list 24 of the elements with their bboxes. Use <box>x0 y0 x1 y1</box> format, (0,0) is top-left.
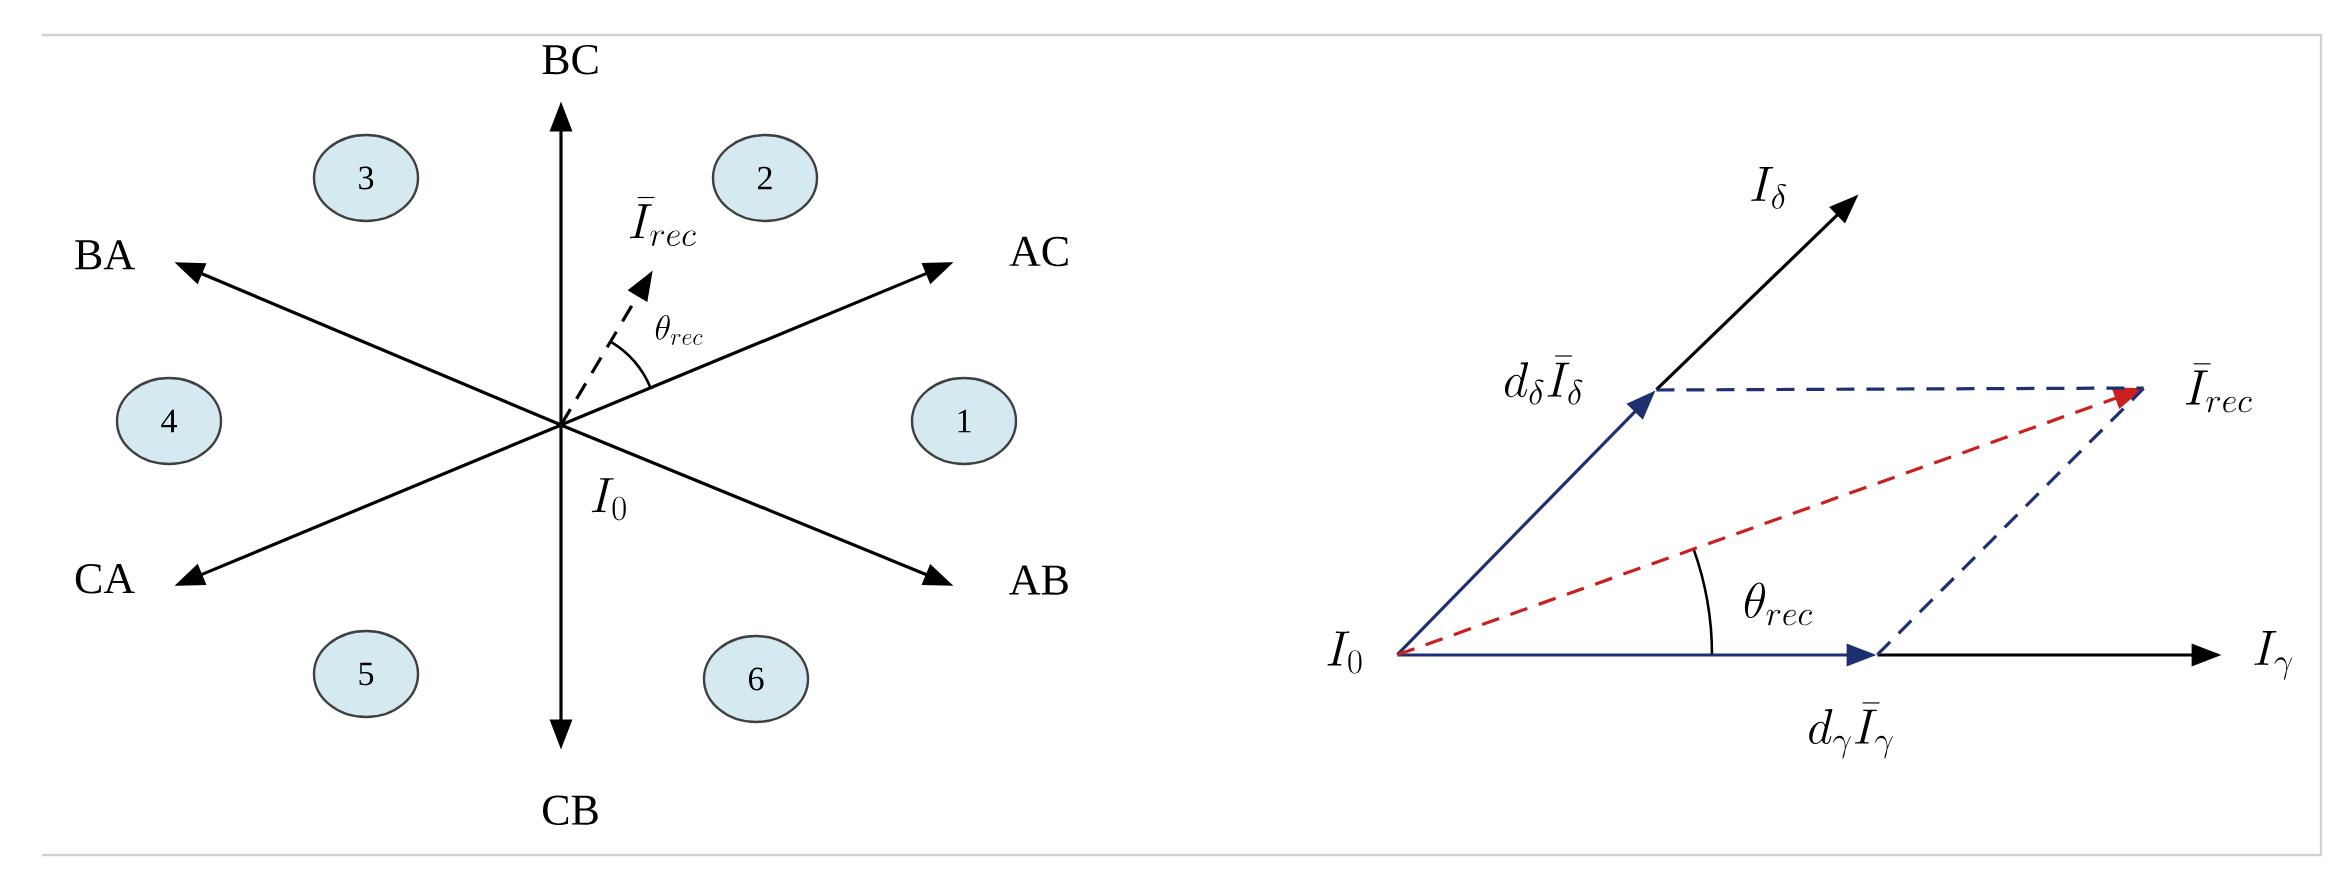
sector-number: 2 <box>711 133 819 223</box>
vector-label: $I_0$ <box>1327 631 1362 674</box>
vector-label: CA <box>75 563 135 594</box>
sector-number: 1 <box>910 376 1018 466</box>
vector-label: CB <box>543 795 598 826</box>
angle-label: $\theta_{rec}$ <box>1744 582 1812 626</box>
angle-label: $\theta_{rec}$ <box>655 315 703 345</box>
sector-number: 6 <box>702 634 810 724</box>
sector-number: 5 <box>312 629 420 719</box>
vector-label: BA <box>75 240 135 270</box>
vector-label: $I_{\delta}$ <box>1751 167 1787 209</box>
dashed-line <box>1876 387 2145 656</box>
vector-label: $d_{\delta}\bar{I}_{\delta}$ <box>1504 355 1583 405</box>
vector-label: AC <box>1009 236 1068 267</box>
sector-number: 3 <box>312 133 420 223</box>
vector-label: $\bar{I}_{rec}$ <box>2186 363 2252 413</box>
vector-label: $d_{\gamma}\bar{I}_{\gamma}$ <box>1809 702 1893 759</box>
vector-label: AB <box>1009 565 1068 595</box>
vector-label: $\bar{I}_{rec}$ <box>629 196 696 246</box>
vector-label: BC <box>542 44 598 75</box>
dashed-line <box>1656 386 2144 392</box>
sector-number: 4 <box>115 376 223 466</box>
vector-label: $I_{\gamma}$ <box>2254 630 2293 680</box>
vector-label: $I_0$ <box>591 478 626 521</box>
